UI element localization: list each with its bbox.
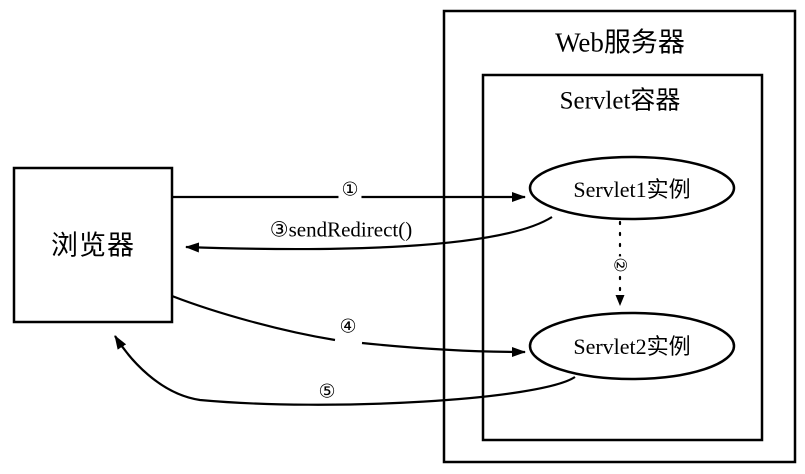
- servlet-container-title: Servlet容器: [559, 87, 681, 115]
- servlet2-node: [528, 311, 736, 381]
- arrow-step4-seg1: [171, 294, 336, 342]
- arrow-step3: [185, 216, 553, 253]
- web-server-box: [442, 9, 797, 464]
- servlet-container-box: [481, 73, 764, 442]
- step-5-label: ⑤: [315, 382, 339, 402]
- browser-label: 浏览器: [51, 230, 135, 261]
- step-4-label: ④: [336, 317, 360, 337]
- arrow-step4-seg2: [361, 341, 526, 357]
- browser-box: [12, 166, 174, 324]
- servlet1-node: [528, 155, 736, 221]
- step-3-label: ③sendRedirect(): [267, 217, 415, 242]
- arrow-step5: [114, 335, 576, 406]
- web-server-title: Web服务器: [555, 27, 685, 58]
- servlet1-label: Servlet1实例: [573, 177, 691, 202]
- step-2-label: ②: [609, 256, 631, 274]
- step-1-label: ①: [338, 180, 362, 200]
- servlet2-label: Servlet2实例: [573, 334, 691, 359]
